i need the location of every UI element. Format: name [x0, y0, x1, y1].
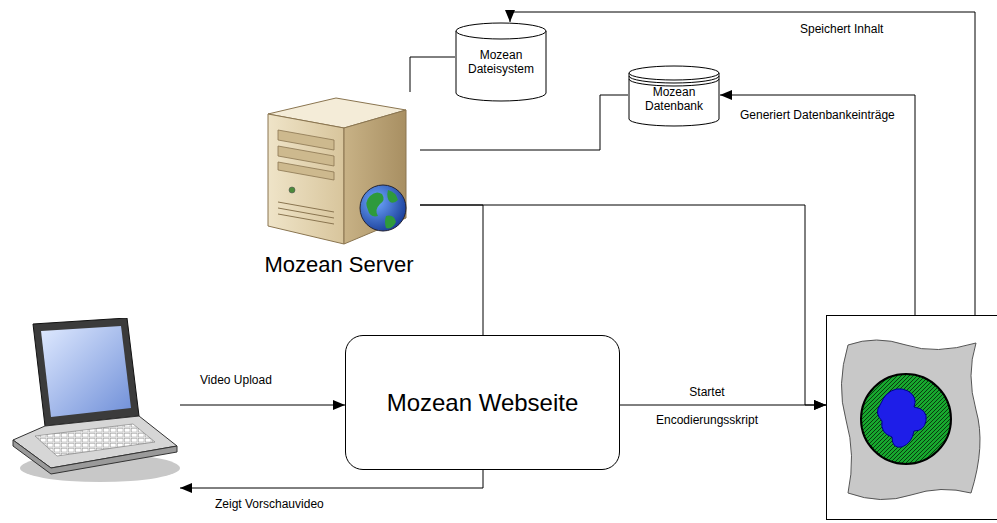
- drawing-part: [278, 162, 334, 180]
- script-illustration: [826, 315, 997, 520]
- edge-label: Zeigt Vorschauvideo: [215, 497, 324, 512]
- drawing-part: [841, 340, 980, 500]
- node-label: Mozean Webseite: [387, 388, 579, 417]
- edge-label: Video Upload: [200, 373, 272, 388]
- drawing-part: [366, 192, 383, 216]
- drawing-part: [33, 318, 139, 426]
- drawing-part: [387, 190, 398, 203]
- drawing-part: [629, 73, 719, 126]
- drawing-part: [289, 187, 295, 193]
- drawing-part: [278, 202, 334, 212]
- drawing-part: [278, 214, 334, 224]
- edge-label: Speichert Inhalt: [800, 22, 883, 37]
- node-caption: Mozean Server: [228, 252, 450, 278]
- server-node: Mozean Server: [258, 92, 420, 248]
- drawing-part: [629, 76, 719, 83]
- drawing-part: [268, 114, 344, 244]
- connector-line: [620, 405, 826, 406]
- connector-line: [720, 95, 915, 315]
- connector-line: [180, 405, 345, 406]
- drawing-part: [41, 326, 131, 417]
- edge-label: Startet Encodierungsskript: [642, 378, 772, 434]
- connector-line: [420, 205, 483, 335]
- filesystem-cylinder: Mozean Dateisystem: [455, 22, 547, 102]
- connector-line: [510, 12, 975, 315]
- drawing-part: [35, 424, 155, 456]
- drawing-part: [385, 216, 396, 229]
- drawing-part: [456, 23, 546, 39]
- drawing-part: [13, 440, 177, 474]
- drawing-part: [278, 146, 334, 166]
- drawing-part: [629, 79, 719, 86]
- script-node: [826, 315, 997, 520]
- drawing-part: [278, 208, 334, 218]
- database-cylinder: Mozean Datenbank: [628, 65, 720, 127]
- node-label: Mozean Datenbank: [634, 85, 714, 113]
- node-label: Mozean Dateisystem: [461, 48, 541, 76]
- drawing-part: [827, 316, 997, 520]
- drawing-part: [360, 185, 406, 231]
- edge-label: Generiert Datenbankeinträge: [740, 108, 895, 123]
- connector-line: [180, 470, 483, 488]
- drawing-part: [344, 110, 406, 244]
- laptop-illustration: [5, 318, 185, 493]
- laptop-node: [5, 318, 180, 493]
- drawing-part: [278, 130, 334, 150]
- connector-line: [420, 95, 628, 150]
- drawing-part: [861, 374, 951, 464]
- drawing-part: [456, 31, 546, 101]
- drawing-part: [629, 66, 719, 80]
- drawing-part: [877, 389, 926, 448]
- server-illustration: [258, 92, 420, 248]
- website-box: Mozean Webseite: [345, 335, 620, 470]
- connector-line: [410, 57, 455, 92]
